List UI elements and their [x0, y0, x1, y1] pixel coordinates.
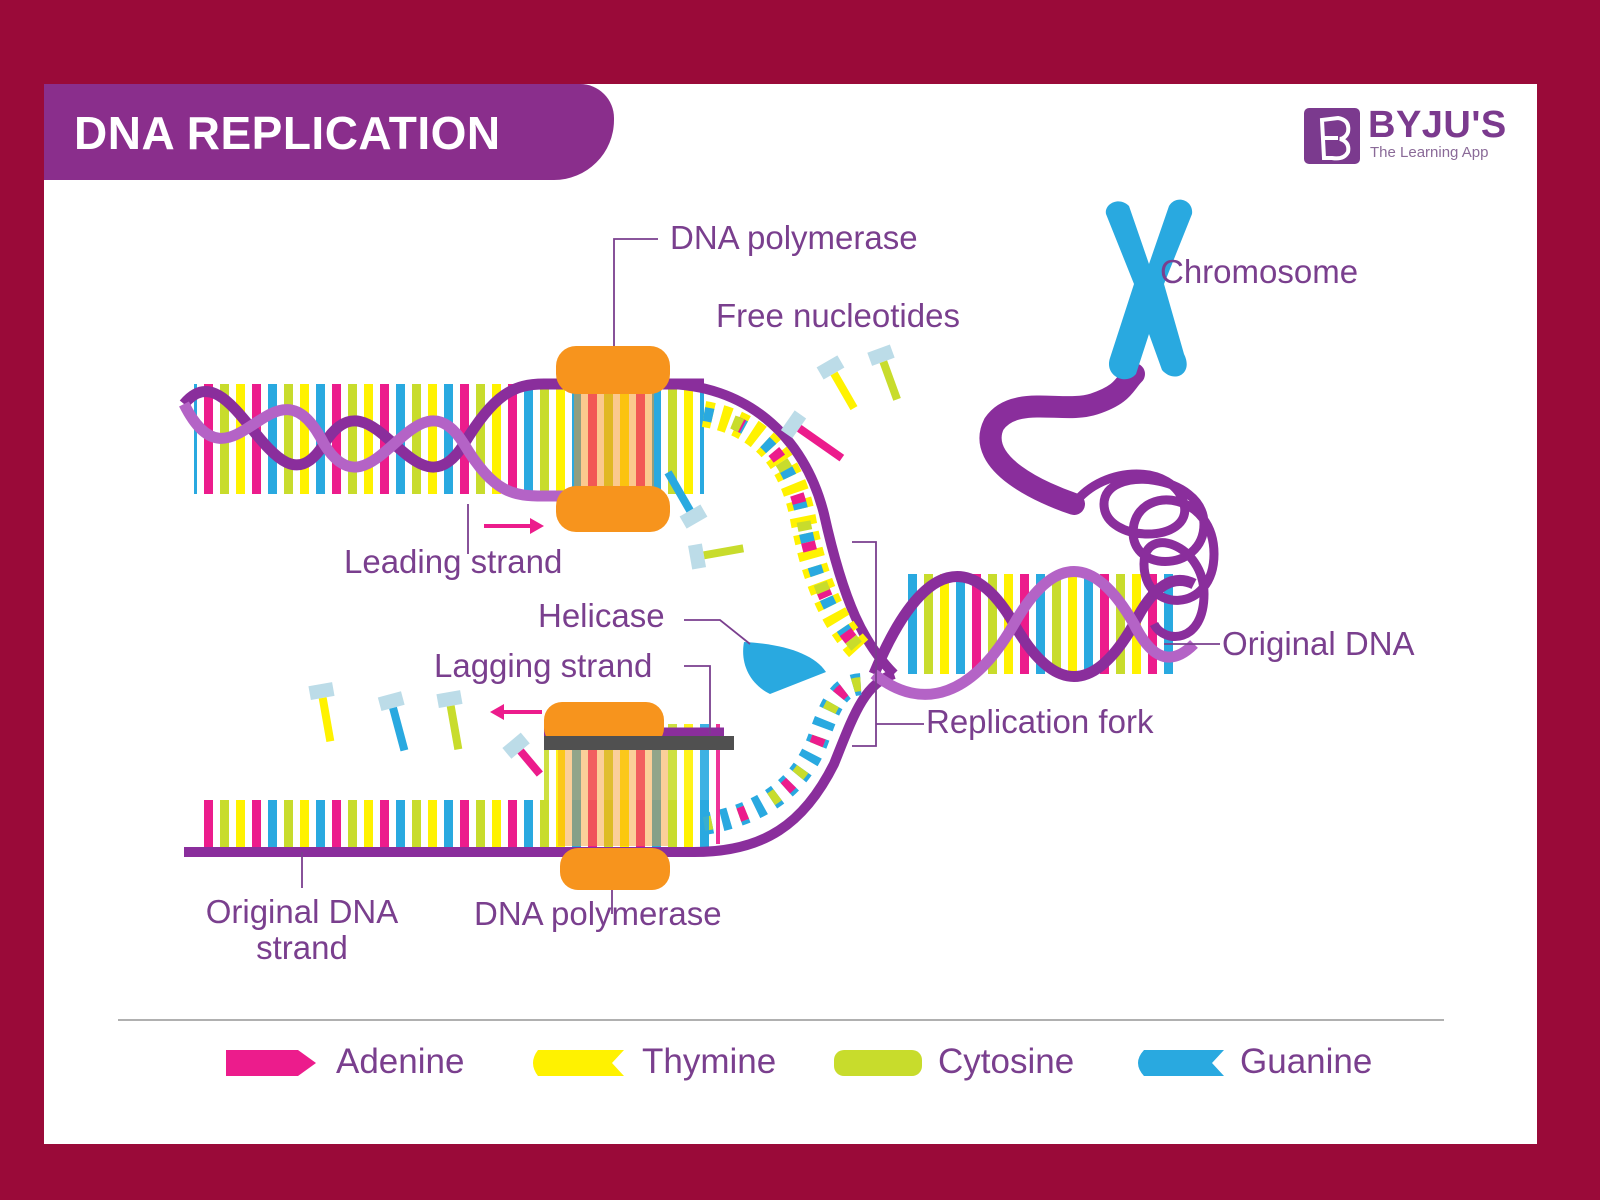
logo-name: BYJU'S: [1368, 104, 1507, 146]
legend-thymine-label: Thymine: [642, 1042, 777, 1081]
leader-lines: [301, 238, 1220, 914]
legend-adenine-icon: [226, 1050, 316, 1076]
label-leading-strand: Leading strand: [344, 543, 563, 580]
dna-polymerase-top: [556, 346, 670, 532]
logo-tagline: The Learning App: [1370, 144, 1489, 161]
label-free-nucleotides: Free nucleotides: [716, 297, 960, 334]
label-chromosome: Chromosome: [1160, 253, 1359, 290]
byjus-logo-mark-icon: [1304, 108, 1360, 164]
legend-thymine-icon: [533, 1050, 624, 1076]
label-helicase: Helicase: [538, 597, 665, 634]
label-original-dna-strand-line1: Original DNA: [205, 893, 399, 930]
legend-cytosine-icon: [834, 1050, 922, 1076]
original-dna-helix: [868, 363, 1219, 700]
byjus-logo: BYJU'S The Learning App: [1304, 104, 1524, 166]
label-original-dna: Original DNA: [1222, 625, 1415, 662]
label-original-dna-strand: Original DNA strand: [192, 893, 412, 967]
legend-cytosine-label: Cytosine: [938, 1042, 1075, 1081]
upper-open-bases: [701, 401, 874, 664]
legend-guanine-label: Guanine: [1240, 1042, 1373, 1081]
free-nucleotides-icons: [308, 344, 901, 777]
title-banner: DNA REPLICATION: [44, 84, 614, 180]
legend-adenine-label: Adenine: [336, 1042, 465, 1081]
label-lagging-strand: Lagging strand: [434, 647, 653, 684]
label-dna-polymerase-bottom: DNA polymerase: [474, 895, 722, 932]
page-title: DNA REPLICATION: [74, 107, 501, 159]
lower-strand: [184, 669, 896, 857]
lagging-strand-arrow-icon: [490, 704, 542, 720]
label-original-dna-strand-line2: strand: [256, 929, 348, 967]
label-dna-polymerase-top: DNA polymerase: [670, 219, 918, 256]
chromosome-icon: [1105, 199, 1193, 380]
label-replication-fork: Replication fork: [926, 703, 1154, 740]
leading-strand-arrow-icon: [484, 518, 544, 534]
dna-polymerase-bottom: [544, 702, 734, 890]
helicase-icon: [743, 642, 826, 694]
legend-guanine-icon: [1138, 1050, 1224, 1076]
dna-replication-diagram: [118, 199, 1444, 1076]
diagram-card: DNA REPLICATION BYJU'S The Learning App: [44, 84, 1537, 1144]
